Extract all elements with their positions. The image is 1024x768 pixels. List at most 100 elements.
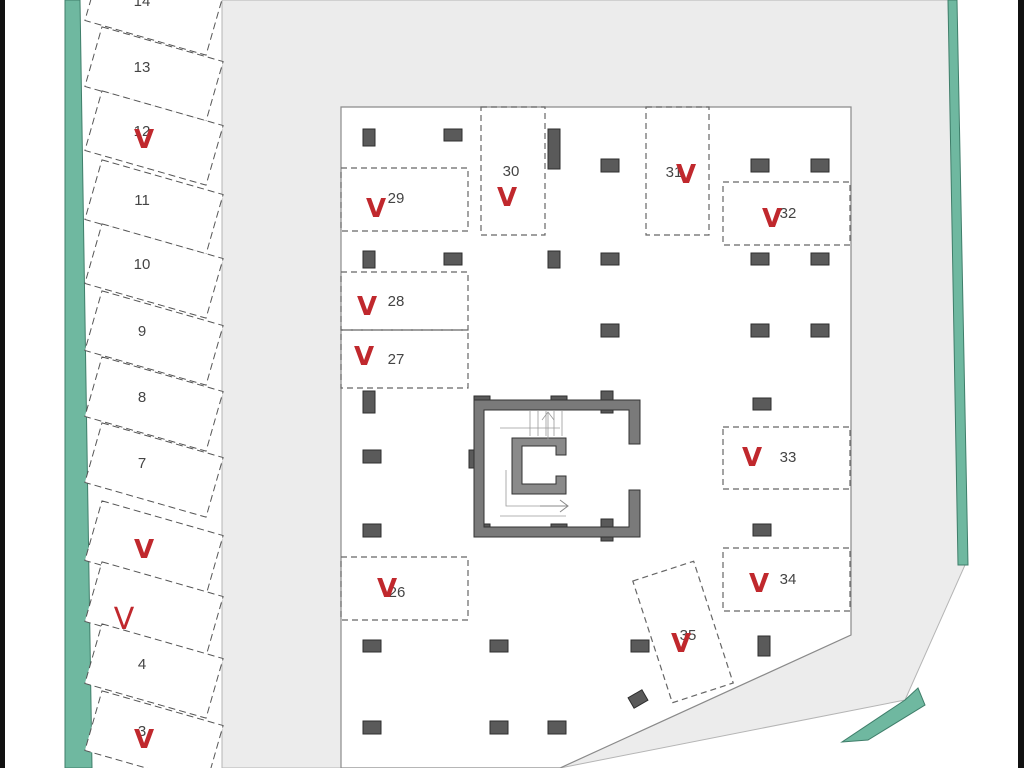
parking-spot-outline — [340, 329, 469, 389]
parking-spot[interactable]: 30V — [480, 106, 546, 236]
pillar — [362, 390, 376, 414]
side-stall[interactable]: 11 — [84, 159, 224, 255]
side-stall-outline — [84, 690, 224, 768]
parking-spot-number: 30 — [503, 163, 520, 180]
side-stall[interactable]: 10 — [84, 223, 224, 319]
side-stall[interactable]: 12V — [84, 90, 224, 186]
parking-spot-outline — [722, 547, 851, 612]
pillar — [362, 720, 382, 735]
pillar — [600, 158, 620, 173]
parking-spot-number: 31 — [666, 164, 683, 181]
side-stall-number: 12 — [134, 123, 151, 140]
stair-arrow-up-icon — [541, 411, 555, 440]
stair-arrow-icon — [540, 499, 569, 513]
side-stall-number: 7 — [138, 455, 146, 472]
side-stall[interactable]: 3V — [84, 690, 224, 768]
reserved-mark: V — [762, 204, 782, 234]
parking-spot-outline — [340, 167, 469, 232]
reserved-mark: V — [354, 342, 374, 372]
pillar — [750, 252, 770, 266]
side-stall-number: 3 — [138, 723, 146, 740]
parking-spot-outline — [645, 106, 710, 236]
side-stall-number: 10 — [134, 256, 151, 273]
parking-spot[interactable]: 33 V — [722, 426, 851, 490]
parking-spot-outline — [340, 271, 469, 331]
pillar — [362, 250, 376, 269]
side-stall-number: 11 — [134, 192, 150, 209]
side-stall-number: 4 — [138, 656, 146, 673]
side-stall-number: 14 — [134, 0, 151, 10]
pillar — [750, 158, 770, 173]
pillar — [810, 158, 830, 173]
reserved-mark: V — [377, 574, 397, 604]
side-stall-number: 13 — [134, 59, 151, 76]
side-stall[interactable]: 4 — [84, 623, 224, 719]
pillar — [630, 639, 650, 653]
right-border — [1018, 0, 1024, 768]
parking-spot-outline — [340, 556, 469, 621]
side-stall[interactable]: 13 — [84, 26, 224, 122]
side-stall-outline — [84, 223, 224, 319]
side-stall[interactable]: 9 — [84, 290, 224, 386]
parking-spot-number: 33 — [780, 449, 797, 466]
side-stall[interactable]: 14 — [84, 0, 224, 56]
parking-spot-number: 29 — [388, 190, 405, 207]
pillar — [443, 128, 463, 142]
lower-green-wall — [840, 687, 926, 743]
pillar — [600, 323, 620, 338]
reserved-mark: V — [134, 125, 154, 155]
pillar — [547, 720, 567, 735]
reserved-mark: V — [742, 443, 762, 473]
reserved-mark: V — [357, 292, 377, 322]
pillar — [600, 252, 620, 266]
side-stall[interactable]: 7 — [84, 422, 224, 518]
parking-spot-number: 27 — [388, 351, 405, 368]
parking-spot-outline — [722, 181, 851, 246]
parking-spot-number: 32 — [780, 205, 797, 222]
parking-spot-number: 26 — [389, 584, 406, 601]
side-stall-number: 9 — [138, 323, 146, 340]
side-stall-outline — [84, 90, 224, 186]
parking-spot[interactable]: 34V — [722, 547, 851, 612]
pillar — [627, 689, 649, 709]
core-inner-wall — [511, 437, 567, 495]
parking-spot-outline — [632, 560, 734, 704]
pillar — [443, 252, 463, 266]
pillar — [547, 250, 561, 269]
parking-spot[interactable]: 26V — [340, 556, 469, 621]
side-stall-outline — [84, 0, 224, 56]
parking-spot[interactable]: 32V — [722, 181, 851, 246]
pillar — [362, 128, 376, 147]
side-stall-outline — [84, 500, 224, 596]
reserved-mark: V — [497, 183, 517, 213]
reserved-mark: V — [366, 194, 386, 224]
reserved-mark: V — [134, 725, 154, 755]
parking-spot[interactable]: 31V — [645, 106, 710, 236]
reserved-mark: V — [749, 569, 769, 599]
side-stall-outline — [84, 26, 224, 122]
side-stall-outline — [84, 356, 224, 452]
parking-spot[interactable]: 28 V — [340, 271, 469, 331]
pillar — [757, 635, 771, 657]
parking-spot[interactable]: 27 V — [340, 329, 469, 389]
side-stall-outline — [84, 422, 224, 518]
side-stall-outline — [84, 623, 224, 719]
pillar — [750, 323, 770, 338]
pillar — [547, 128, 561, 170]
left-green-wall — [64, 0, 93, 768]
pillar — [489, 639, 509, 653]
parking-spot-number: 28 — [388, 293, 405, 310]
pillar — [752, 523, 772, 537]
pillar — [362, 449, 382, 464]
parking-spot-number: 35 — [680, 627, 697, 644]
side-stall[interactable]: V — [84, 500, 224, 596]
side-stall-outline — [84, 561, 224, 657]
parking-spot[interactable]: 29V — [340, 167, 469, 232]
pillar — [810, 323, 830, 338]
side-stall[interactable]: 8 — [84, 356, 224, 452]
parking-spot[interactable]: 35V — [632, 560, 734, 704]
reserved-mark: V — [671, 629, 691, 659]
left-border — [0, 0, 5, 768]
